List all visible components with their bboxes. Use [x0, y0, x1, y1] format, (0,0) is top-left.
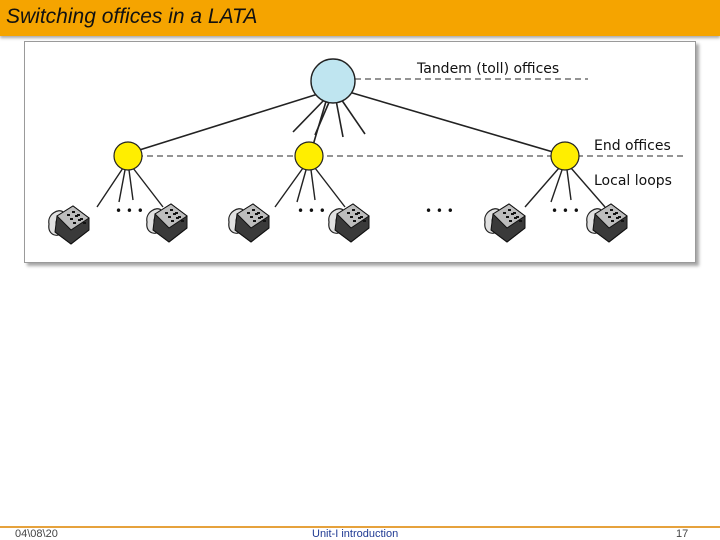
- ellipsis: • • •: [297, 204, 326, 218]
- telephone-icon: [48, 205, 90, 245]
- end-offices-label: End offices: [594, 138, 671, 154]
- footer-date: 04\08\20: [15, 528, 58, 540]
- tandem-office-node: [310, 58, 356, 104]
- footer-unit-label: Unit-I introduction: [312, 528, 399, 540]
- figure-frame: • • • • • • • • • • • • Tandem (toll) of…: [24, 41, 696, 263]
- end-office-node: [113, 141, 143, 171]
- footer-page-number: 17: [676, 528, 689, 540]
- local-loops: [96, 167, 606, 208]
- telephone-icon: [586, 203, 628, 243]
- ellipsis: • • •: [115, 204, 144, 218]
- ellipsis: • • •: [425, 204, 454, 218]
- telephone-icon: [228, 203, 270, 243]
- telephone-icon: [484, 203, 526, 243]
- footer-divider: [0, 526, 720, 528]
- local-loops-label: Local loops: [594, 173, 672, 189]
- end-office-node: [550, 141, 580, 171]
- lata-diagram: • • • • • • • • • • • • Tandem (toll) of…: [48, 58, 685, 245]
- tandem-rays: [292, 98, 366, 138]
- telephone-icon: [146, 203, 188, 243]
- title-bar: Switching offices in a LATA: [0, 0, 720, 36]
- telephone-icon: [328, 203, 370, 243]
- end-office-node: [294, 141, 324, 171]
- tandem-offices-label: Tandem (toll) offices: [416, 61, 559, 77]
- ellipsis: • • •: [551, 204, 580, 218]
- slide-title: Switching offices in a LATA: [6, 5, 258, 28]
